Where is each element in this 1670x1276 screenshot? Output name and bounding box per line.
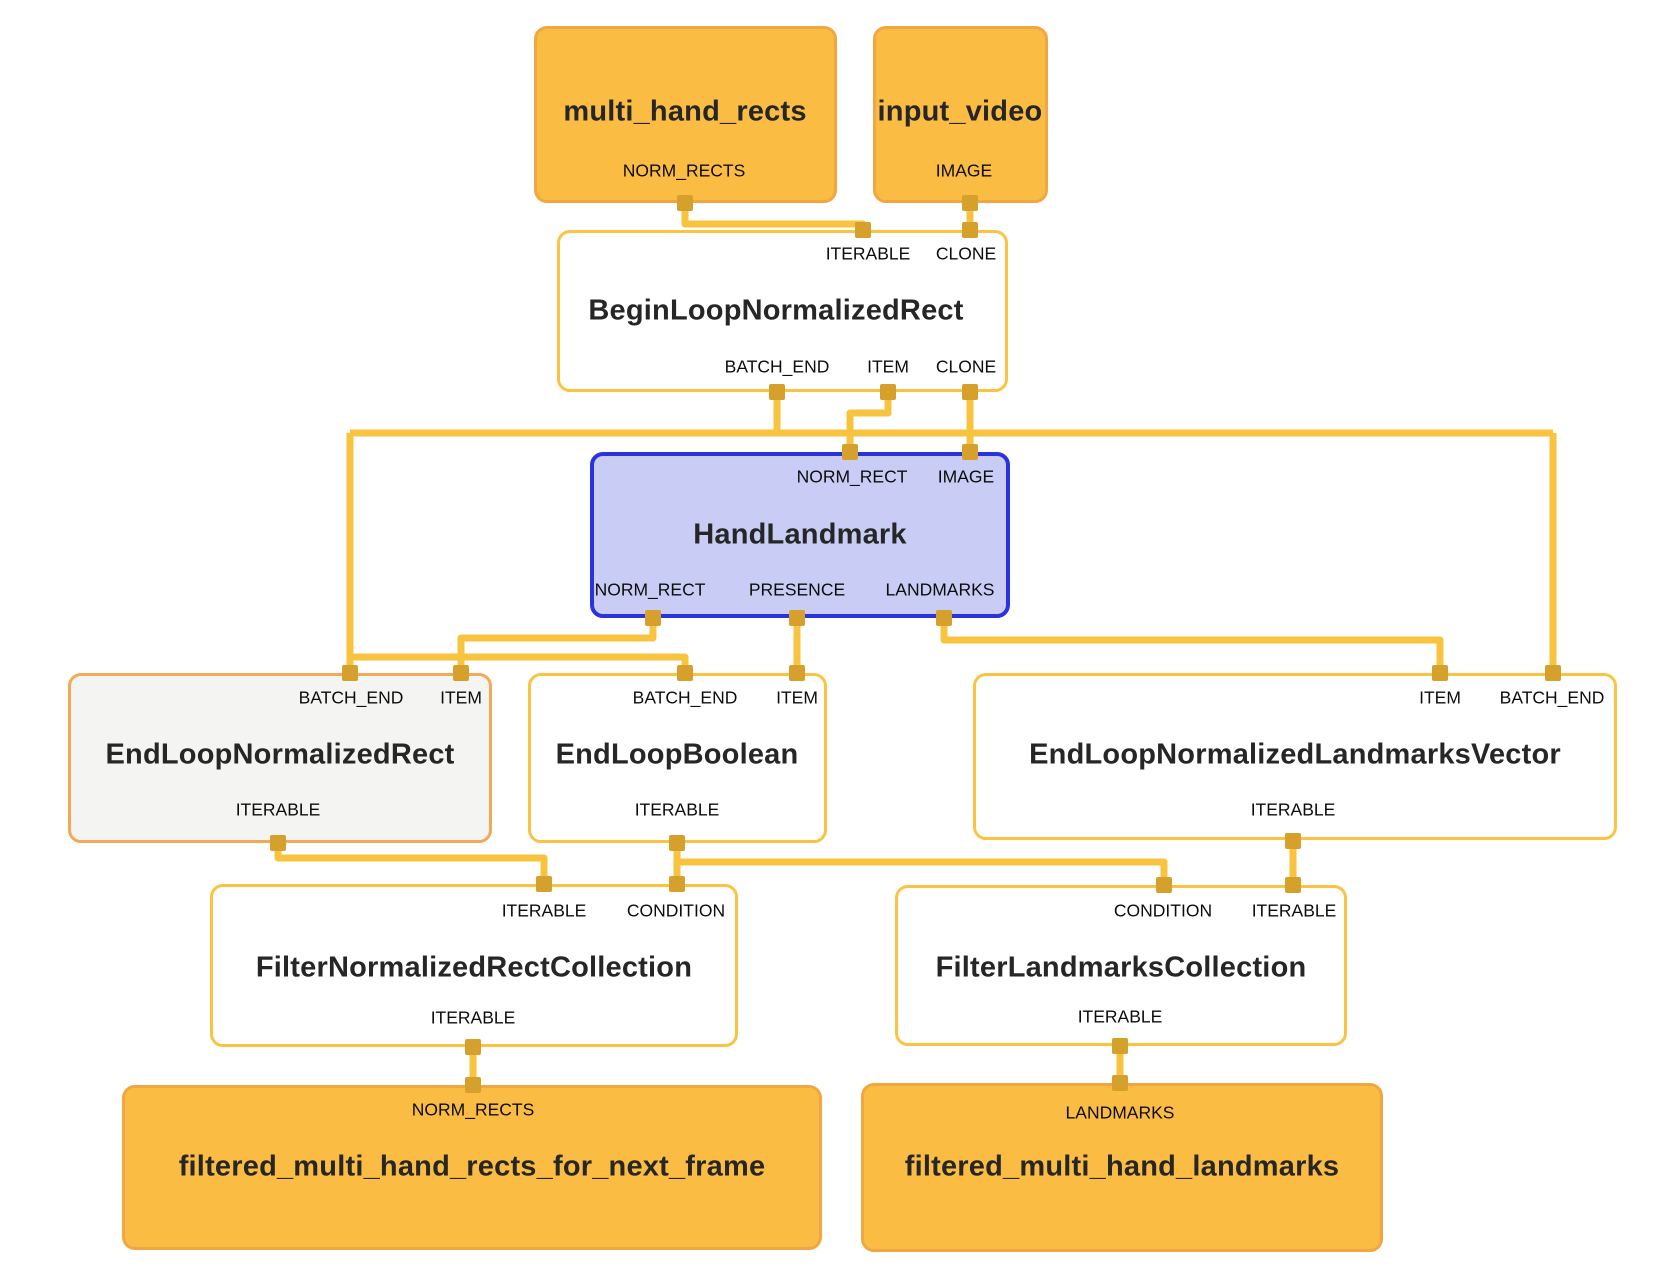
edge-handlandmark-landmarks-to-endloopnlv-item	[940, 618, 1444, 673]
filter-landmarks-collection-port-label-iterable-in: ITERABLE	[1251, 900, 1337, 921]
edge-endloopboolean-iterable-to-filter2-condition	[677, 858, 1168, 885]
end-loop-boolean-port-label-batch_end-in: BATCH_END	[632, 687, 738, 708]
filter-normalized-rect-collection-port-label-iterable-out: ITERABLE	[430, 1007, 516, 1028]
hand-landmark-node[interactable]	[590, 452, 1010, 618]
filter-landmarks-collection-node[interactable]	[895, 885, 1347, 1046]
edge-handlandmark-norm_rect-to-endloopnormalizedrect-item	[457, 618, 657, 673]
input-video-port-label-image-out: IMAGE	[935, 160, 993, 181]
begin-loop-normalized-rect-port-label-batch_end-out: BATCH_END	[724, 356, 830, 377]
filter-normalized-rect-collection-port-label-iterable-in: ITERABLE	[501, 900, 587, 921]
begin-loop-normalized-rect-port-label-item-out: ITEM	[867, 356, 909, 377]
filtered-multi-hand-rects-for-next-frame-port-label-norm_rects-in: NORM_RECTS	[411, 1099, 535, 1120]
filtered-multi-hand-rects-for-next-frame-node[interactable]	[122, 1085, 822, 1250]
begin-loop-normalized-rect-title: BeginLoopNormalizedRect	[588, 294, 964, 327]
filter-landmarks-collection-port-label-iterable-out: ITERABLE	[1077, 1006, 1163, 1027]
edge-multi_hand_rects-to-beginloop-iterable	[681, 203, 867, 230]
multi-hand-rects-node[interactable]	[534, 26, 837, 203]
end-loop-normalized-rect-node[interactable]	[68, 673, 492, 843]
filtered-multi-hand-landmarks-title: filtered_multi_hand_landmarks	[904, 1150, 1340, 1183]
begin-loop-normalized-rect-port-label-clone-in: CLONE	[935, 243, 997, 264]
multi-hand-rects-title: multi_hand_rects	[563, 95, 807, 128]
input-video-node[interactable]	[873, 26, 1048, 203]
filter-normalized-rect-collection-port-label-condition-in: CONDITION	[626, 900, 726, 921]
filter-normalized-rect-collection-node[interactable]	[210, 884, 738, 1047]
filtered-multi-hand-landmarks-port-label-landmarks-in: LANDMARKS	[1065, 1102, 1175, 1123]
filter-normalized-rect-collection-title: FilterNormalizedRectCollection	[255, 951, 693, 984]
end-loop-normalized-landmarks-vector-port-label-item-in: ITEM	[1419, 687, 1461, 708]
end-loop-normalized-rect-port-label-item-in: ITEM	[440, 687, 482, 708]
end-loop-boolean-port-label-iterable-out: ITERABLE	[634, 799, 720, 820]
begin-loop-normalized-rect-port-label-clone-out: CLONE	[935, 356, 997, 377]
filtered-multi-hand-rects-for-next-frame-title: filtered_multi_hand_rects_for_next_frame	[178, 1150, 766, 1183]
end-loop-normalized-rect-port-label-batch_end-in: BATCH_END	[298, 687, 404, 708]
end-loop-normalized-landmarks-vector-port-label-iterable-out: ITERABLE	[1250, 799, 1336, 820]
hand-landmark-port-label-landmarks-out: LANDMARKS	[885, 579, 995, 600]
end-loop-normalized-landmarks-vector-port-label-batch_end-in: BATCH_END	[1499, 687, 1605, 708]
multi-hand-rects-port-label-norm_rects-out: NORM_RECTS	[622, 160, 746, 181]
end-loop-normalized-landmarks-vector-title: EndLoopNormalizedLandmarksVector	[1029, 738, 1561, 771]
filter-landmarks-collection-title: FilterLandmarksCollection	[935, 951, 1307, 984]
end-loop-boolean-title: EndLoopBoolean	[555, 738, 799, 771]
hand-landmark-title: HandLandmark	[693, 518, 907, 551]
edge-rail-to-endloopboolean-batch_end	[350, 653, 689, 673]
end-loop-normalized-rect-title: EndLoopNormalizedRect	[105, 738, 455, 771]
hand-landmark-port-label-image-in: IMAGE	[937, 466, 995, 487]
input-video-title: input_video	[877, 95, 1043, 128]
hand-landmark-port-label-norm_rect-in: NORM_RECT	[796, 466, 908, 487]
end-loop-boolean-port-label-item-in: ITEM	[776, 687, 818, 708]
hand-landmark-port-label-presence-out: PRESENCE	[748, 579, 846, 600]
edge-endloopnormalizedrect-iterable-to-filter1-iterable	[274, 843, 548, 884]
edge-beginloop-item-to-handlandmark-norm_rect	[846, 392, 892, 452]
end-loop-normalized-rect-port-label-iterable-out: ITERABLE	[235, 799, 321, 820]
hand-landmark-port-label-norm_rect-out: NORM_RECT	[594, 579, 706, 600]
filter-landmarks-collection-port-label-condition-in: CONDITION	[1113, 900, 1213, 921]
begin-loop-normalized-rect-port-label-iterable-in: ITERABLE	[825, 243, 911, 264]
